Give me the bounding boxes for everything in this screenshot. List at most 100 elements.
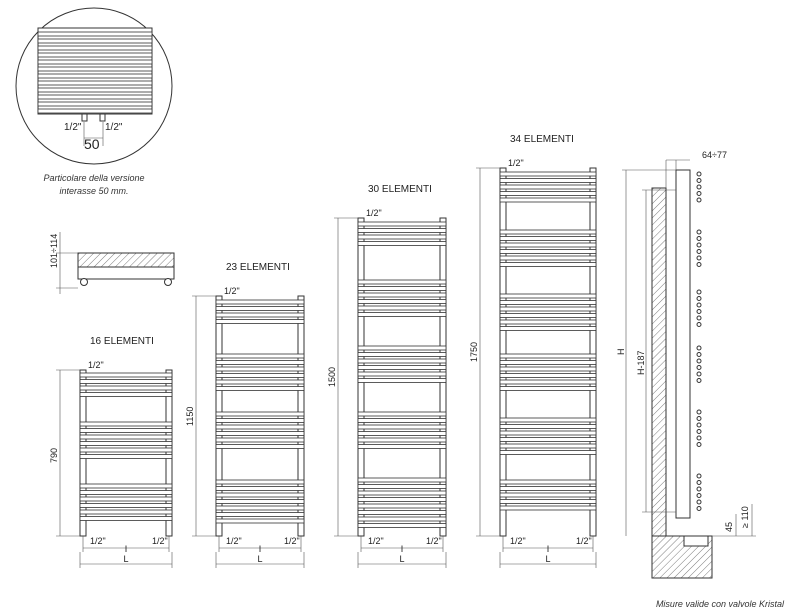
- pipe-right-label: 1/2": [284, 536, 300, 546]
- radiator-element: [357, 358, 447, 364]
- detail-left-pipe: [81, 113, 88, 122]
- side-element-dot: [696, 358, 702, 364]
- radiator-element: [499, 171, 597, 177]
- radiator-element: [357, 279, 447, 285]
- radiator-element: [215, 360, 305, 365]
- detail-radiator-bar: [37, 80, 153, 86]
- side-total-height-label: H: [616, 349, 626, 356]
- side-element-dot: [696, 506, 702, 511]
- side-element-dot: [696, 255, 702, 261]
- side-element-dot: [696, 229, 702, 235]
- radiator-element: [499, 443, 597, 449]
- side-element-dot: [696, 422, 702, 428]
- radiator-element: [499, 236, 597, 241]
- side-element-dot: [696, 296, 702, 301]
- radiator-element: [357, 516, 447, 522]
- radiator-element: [215, 492, 305, 498]
- radiator-element: [79, 392, 173, 397]
- top-view: 101÷114: [49, 232, 175, 294]
- detail-radiator-bar: [37, 101, 153, 107]
- radiator-element: [215, 505, 305, 511]
- radiator-element: [215, 437, 305, 443]
- detail-radiator-bar: [37, 38, 153, 44]
- inner-width-label: I: [259, 544, 262, 554]
- outer-width-label: L: [123, 554, 128, 564]
- detail-right-pipe-label: 1/2": [105, 122, 123, 133]
- side-wall: [651, 187, 667, 537]
- radiator-element: [215, 424, 305, 430]
- radiator-element: [357, 444, 447, 449]
- side-element-dot: [696, 371, 702, 377]
- detail-caption-line1: Particolare della versione: [43, 173, 144, 183]
- side-element-dot: [696, 289, 702, 295]
- side-element-dot: [696, 480, 702, 485]
- radiator-element: [215, 411, 305, 417]
- radiator-element: [357, 371, 447, 377]
- radiator-element: [499, 178, 597, 183]
- radiator-element: [357, 228, 447, 233]
- detail-spacing-label: 50: [84, 136, 100, 152]
- inner-width-label: I: [125, 544, 128, 554]
- side-element-dot: [696, 309, 702, 314]
- side-valve: [683, 535, 709, 547]
- side-elements: [696, 171, 702, 511]
- radiator-element: [215, 299, 305, 305]
- radiator-element: [499, 417, 597, 423]
- radiator-element: [79, 496, 173, 502]
- radiator-element: [499, 255, 597, 261]
- radiator-element: [79, 434, 173, 440]
- radiator-element: [357, 312, 447, 317]
- detail-caption-line2: interasse 50 mm.: [59, 186, 128, 196]
- radiator-element: [79, 379, 173, 384]
- radiator-element: [215, 366, 305, 372]
- pipe-left-label: 1/2": [510, 536, 526, 546]
- side-radiator-column: [675, 169, 691, 519]
- radiator-element: [499, 326, 597, 331]
- radiator-element: [499, 505, 597, 511]
- outer-width-label: L: [257, 554, 262, 564]
- height-dimension-label: 1150: [185, 407, 195, 426]
- radiator-element: [79, 421, 173, 427]
- radiator-element: [357, 490, 447, 496]
- side-view: 64÷77 H H-187 45 ≥ 110: [616, 150, 756, 579]
- top-view-right-valve: [164, 278, 172, 286]
- radiator-element: [215, 444, 305, 449]
- side-element-dot: [696, 352, 702, 357]
- radiator-element: [215, 499, 305, 504]
- radiator-element: [357, 411, 447, 417]
- side-element-dot: [696, 302, 702, 308]
- radiator-element: [79, 385, 173, 391]
- side-element-dot: [696, 178, 702, 183]
- radiator-element: [357, 523, 447, 528]
- radiator-element: [499, 300, 597, 305]
- inner-width-label: I: [547, 544, 550, 554]
- radiator-element: [357, 431, 447, 436]
- radiator-element: [79, 441, 173, 446]
- side-gap-label: 64÷77: [702, 150, 727, 160]
- detail-radiator-bar: [37, 73, 153, 79]
- radiator-element: [499, 313, 597, 318]
- radiator-element: [357, 484, 447, 489]
- inner-width-label: I: [401, 544, 404, 554]
- outer-width-label: L: [545, 554, 550, 564]
- radiator-element: [499, 319, 597, 325]
- side-element-dot: [696, 378, 702, 383]
- detail-radiator-bar: [37, 31, 153, 37]
- model-title: 30 ELEMENTI: [368, 184, 432, 195]
- radiator-element: [79, 483, 173, 489]
- side-element-dot: [696, 315, 702, 321]
- detail-circle: [15, 7, 173, 165]
- radiator-element: [215, 373, 305, 378]
- pipe-right-label: 1/2": [426, 536, 442, 546]
- radiator-element: [215, 353, 305, 359]
- top-view-depth-label: 101÷114: [49, 234, 59, 268]
- radiator-element: [215, 379, 305, 385]
- detail-radiator: [37, 27, 153, 115]
- side-element-dot: [696, 486, 702, 492]
